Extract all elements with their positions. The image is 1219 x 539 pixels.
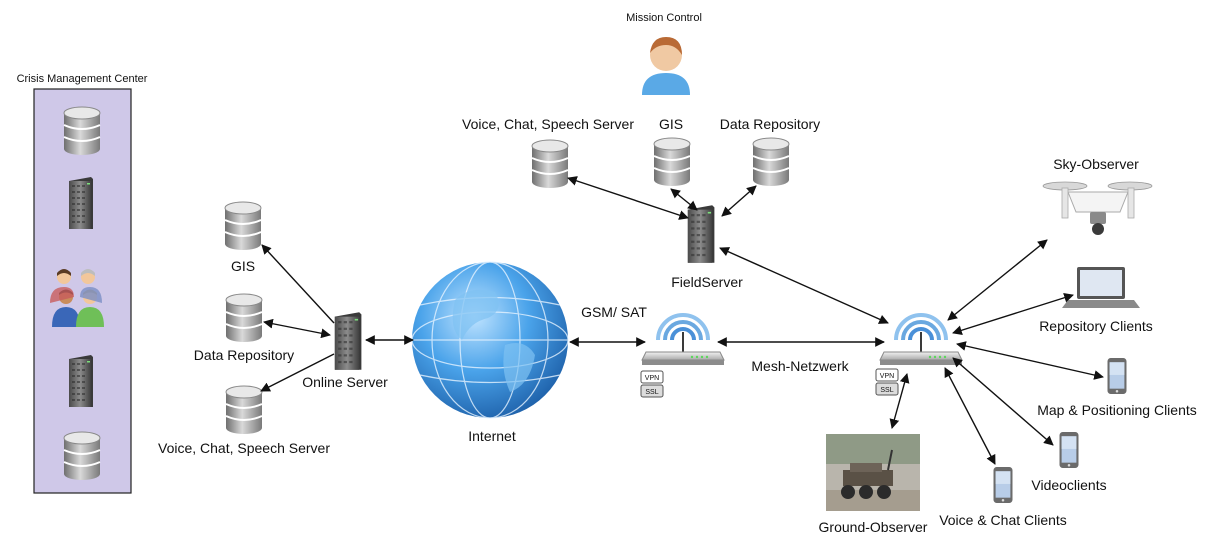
conn-fieldvoice-fieldserver — [567, 176, 689, 220]
drone-icon — [1042, 181, 1153, 235]
connections — [260, 176, 1104, 465]
videoclients-label: Videoclients — [1031, 477, 1106, 493]
globe-icon — [411, 261, 569, 419]
internet-label: Internet — [468, 428, 516, 444]
field-server-icon — [687, 205, 715, 263]
mesh-label: Mesh-Netzwerk — [751, 358, 849, 374]
crisis-database-icon-bottom — [63, 431, 101, 481]
field-repo-database-icon — [752, 137, 790, 187]
svg-text:SSL: SSL — [880, 387, 893, 394]
gsm-router-icon — [640, 313, 726, 367]
field-repo-label: Data Repository — [720, 116, 820, 132]
online-gis-label: GIS — [231, 258, 255, 274]
crisis-server-icon-bottom — [69, 355, 93, 407]
conn-fieldrepo-fieldserver — [721, 185, 757, 217]
mesh-vpn-ssl-badge: VPN SSL — [875, 368, 899, 396]
conn-mesh-ground — [889, 373, 910, 429]
online-gis-database-icon — [224, 201, 262, 251]
online-voice-label: Voice, Chat, Speech Server — [158, 440, 330, 456]
online-voice-database-icon — [225, 385, 263, 435]
online-server-icon — [334, 312, 362, 370]
field-voice-database-icon — [531, 139, 569, 189]
map-clients-mobile-icon — [1107, 358, 1127, 394]
mesh-router-icon — [878, 313, 964, 367]
sky-observer-label: Sky-Observer — [1053, 156, 1139, 172]
user-group-icon — [50, 269, 104, 327]
gsm-vpn-ssl-badge: VPN SSL — [640, 370, 664, 398]
online-repo-label: Data Repository — [194, 347, 294, 363]
conn-fieldserver-mesh — [719, 247, 889, 324]
laptop-icon — [1062, 267, 1140, 308]
svg-text:SSL: SSL — [645, 389, 658, 396]
mission-control-label: Mission Control — [626, 12, 702, 24]
conn-onlinerepo-onlineserver — [263, 318, 331, 339]
conn-mesh-voice — [944, 367, 996, 465]
videoclients-mobile-icon — [1059, 432, 1079, 468]
conn-onlinevoice-onlineserver — [260, 353, 335, 392]
crisis-server-icon-top — [69, 177, 93, 229]
crisis-database-icon-top — [63, 106, 101, 156]
ground-robot-icon — [826, 434, 920, 511]
online-repo-database-icon — [225, 293, 263, 343]
conn-fieldgis-fieldserver — [670, 188, 698, 211]
gsm-sat-label: GSM/ SAT — [581, 304, 647, 320]
voice-clients-label: Voice & Chat Clients — [939, 512, 1067, 528]
conn-onlinegis-onlineserver — [261, 244, 335, 324]
user-icon — [642, 37, 690, 95]
field-server-label: FieldServer — [671, 274, 743, 290]
conn-mesh-laptop — [952, 292, 1074, 336]
crisis-center-label: Crisis Management Center — [17, 73, 148, 85]
voice-clients-mobile-icon — [993, 467, 1013, 503]
repo-clients-label: Repository Clients — [1039, 318, 1153, 334]
online-server-label: Online Server — [302, 374, 388, 390]
ground-observer-label: Ground-Observer — [819, 519, 928, 535]
field-gis-database-icon — [653, 137, 691, 187]
conn-mesh-map — [956, 341, 1104, 380]
field-gis-label: GIS — [659, 116, 683, 132]
svg-text:VPN: VPN — [645, 375, 659, 382]
field-voice-label: Voice, Chat, Speech Server — [462, 116, 634, 132]
map-clients-label: Map & Positioning Clients — [1037, 402, 1197, 418]
svg-text:VPN: VPN — [880, 373, 894, 380]
